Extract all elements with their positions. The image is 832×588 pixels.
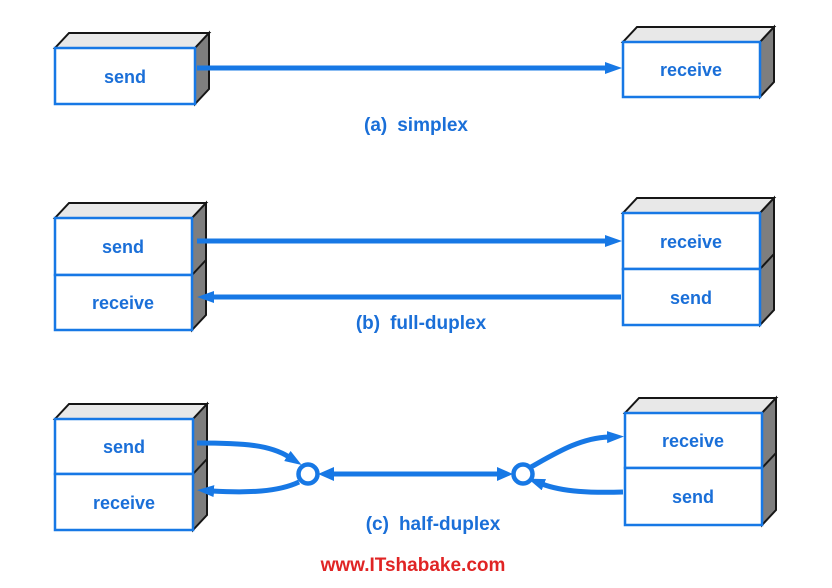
half-duplex-right-box: receive send <box>622 395 779 528</box>
box-front-face-receive <box>53 472 195 532</box>
simplex-left-label: send <box>104 67 146 87</box>
hub-to-left-receive-arrow <box>197 479 301 498</box>
box-top-face <box>622 397 779 414</box>
simplex-caption: (a)simplex <box>364 115 468 136</box>
box-front-face <box>53 46 197 106</box>
channel-left-arrowhead <box>318 467 334 481</box>
simplex-section: send receive (a)simplex <box>52 24 777 136</box>
full-duplex-left-receive-label: receive <box>92 293 154 313</box>
box-front-face-send <box>623 466 764 527</box>
half-duplex-right-receive-label: receive <box>662 431 724 451</box>
box-side-divider <box>761 452 777 469</box>
half-duplex-caption: (c)half-duplex <box>366 514 501 535</box>
box-front-face-send <box>621 267 762 327</box>
half-duplex-right-send-label: send <box>672 487 714 507</box>
half-duplex-left-box: send receive <box>52 401 210 533</box>
simplex-right-label: receive <box>660 60 722 80</box>
box-side-divider <box>759 253 775 270</box>
simplex-right-box: receive <box>620 24 777 100</box>
hub-to-right-receive-arrow <box>529 431 624 470</box>
full-duplex-left-send-label: send <box>102 237 144 257</box>
full-duplex-right-send-label: send <box>670 288 712 308</box>
box-top-face <box>52 403 210 420</box>
full-duplex-right-receive-label: receive <box>660 232 722 252</box>
box-front-face <box>621 40 762 99</box>
right-hub-circle <box>511 462 535 486</box>
simplex-left-box: send <box>52 30 212 107</box>
box-top-face <box>620 26 777 43</box>
box-front-face-send <box>53 417 195 476</box>
full-duplex-left-box: send receive <box>52 200 209 333</box>
left-hub-circle <box>296 462 320 486</box>
left-send-to-hub-arrow <box>196 440 302 466</box>
full-duplex-caption: (b)full-duplex <box>356 313 487 334</box>
box-top-face <box>52 202 209 219</box>
box-side-divider <box>192 458 208 475</box>
box-top-face <box>620 197 777 214</box>
box-side-divider <box>191 259 207 276</box>
half-duplex-section: send receive receive send (c)half-duplex <box>52 395 779 535</box>
right-send-to-hub-arrow <box>527 478 624 495</box>
box-front-face-receive <box>621 211 762 271</box>
full-duplex-section: send receive receive send (b)full-duplex <box>52 195 777 334</box>
channel-right-arrowhead <box>497 467 513 481</box>
box-front-face-receive <box>53 273 194 332</box>
watermark-text: www.ITshabake.com <box>320 555 506 576</box>
half-duplex-left-receive-label: receive <box>93 493 155 513</box>
full-duplex-right-box: receive send <box>620 195 777 328</box>
box-front-face-receive <box>623 411 764 470</box>
box-top-face <box>52 32 212 49</box>
half-duplex-left-send-label: send <box>103 437 145 457</box>
